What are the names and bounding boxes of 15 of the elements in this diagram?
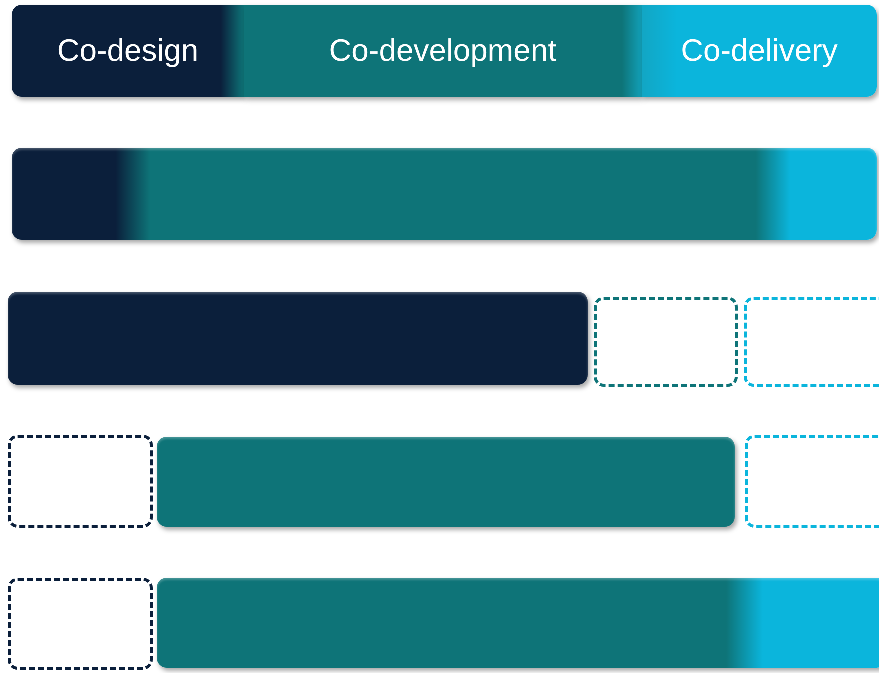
phase-label: Co-design: [57, 33, 199, 69]
dashed-placeholder-box: [744, 297, 879, 387]
dashed-placeholder-box: [8, 435, 153, 528]
phase-label: Co-delivery: [681, 33, 838, 69]
phase-bar: [8, 292, 588, 385]
phase-segment: [642, 5, 877, 97]
phase-bar: [12, 148, 877, 240]
phase-bar: [157, 578, 879, 668]
phase-segment: [12, 5, 244, 97]
dashed-placeholder-box: [8, 578, 153, 670]
phase-bar: [157, 437, 735, 527]
phase-segment: [244, 5, 642, 97]
dashed-placeholder-box: [594, 297, 738, 387]
phase-label: Co-development: [329, 33, 557, 69]
dashed-placeholder-box: [745, 435, 879, 528]
